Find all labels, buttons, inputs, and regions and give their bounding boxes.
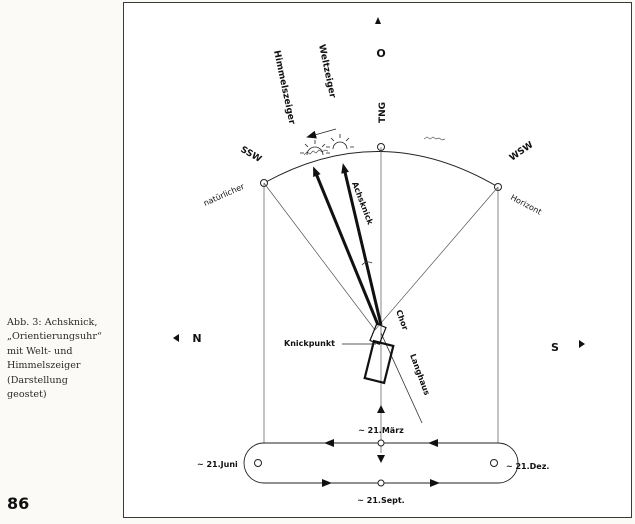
caption-line: Abb. 3: Achsknick, [7, 317, 98, 328]
page-number: 86 [7, 494, 30, 513]
horizon-left-label: natürlicher [202, 182, 246, 208]
compass-south-label: S [551, 341, 559, 354]
south-right-arrow-icon [579, 340, 585, 348]
calendar-loop [243, 442, 519, 484]
church-axis-line [380, 332, 423, 424]
wsw-label: WSW [508, 140, 535, 163]
solstice-december-point [490, 459, 498, 467]
tng-label: TNG [378, 102, 388, 123]
sun-sky-icon [300, 140, 330, 156]
horizon-right-label: Horizont [509, 193, 543, 217]
september-label: ~ 21.Sept. [357, 496, 404, 505]
loop-arrow-icon [430, 479, 440, 487]
north-left-arrow-icon [173, 334, 179, 342]
equinox-march-point [377, 439, 385, 447]
world-pointer-arrow [341, 163, 383, 326]
sky-pointer-arrow [313, 166, 380, 326]
ray-wsw [374, 186, 499, 331]
loop-arrow-icon [322, 479, 332, 487]
march-label: ~ 21.März [358, 426, 404, 435]
caption-line: Himmelszeiger [7, 360, 81, 372]
nave-shape [363, 339, 395, 385]
choir-label: Chor [394, 309, 410, 332]
ssw-label: SSW [239, 145, 264, 165]
bend-point-label: Knickpunkt [284, 339, 335, 348]
solstice-june-point [254, 459, 262, 467]
caption-line: (Darstellung [7, 374, 68, 386]
december-label: ~ 21.Dez. [506, 462, 549, 471]
caption-line: mit Welt- und [7, 345, 73, 357]
caption-line: „Orientierungsuhr“ [7, 331, 102, 343]
loop-arrow-icon [428, 439, 438, 447]
north-up-arrow-icon [375, 17, 381, 24]
rotation-arrow-icon [306, 128, 337, 139]
figure-caption: Abb. 3: Achsknick, „Orientierungsuhr“ mi… [7, 316, 125, 402]
world-pointer-label: Weltzeiger [316, 44, 337, 100]
june-label: ~ 21.Juni [197, 460, 238, 469]
orientation-diagram: O N S SSW TNG WSW natürlicher Horizont H… [173, 17, 585, 505]
ray-ssw [263, 182, 376, 331]
compass-north-label: N [192, 332, 201, 345]
axis-down-arrow-icon [377, 455, 385, 463]
diagram-frame: O N S SSW TNG WSW natürlicher Horizont H… [123, 2, 632, 518]
axis-up-arrow-icon [377, 405, 385, 413]
sun-world-icon [326, 134, 354, 150]
nave-label: Langhaus [408, 353, 431, 397]
sky-pointer-label: Himmelszeiger [271, 50, 297, 126]
equinox-september-point [377, 479, 385, 487]
compass-east-label: O [376, 47, 385, 60]
angle-arc [361, 261, 373, 266]
horizon-terrain-line [303, 136, 446, 156]
caption-line: geostet) [7, 389, 47, 401]
loop-arrow-icon [324, 439, 334, 447]
